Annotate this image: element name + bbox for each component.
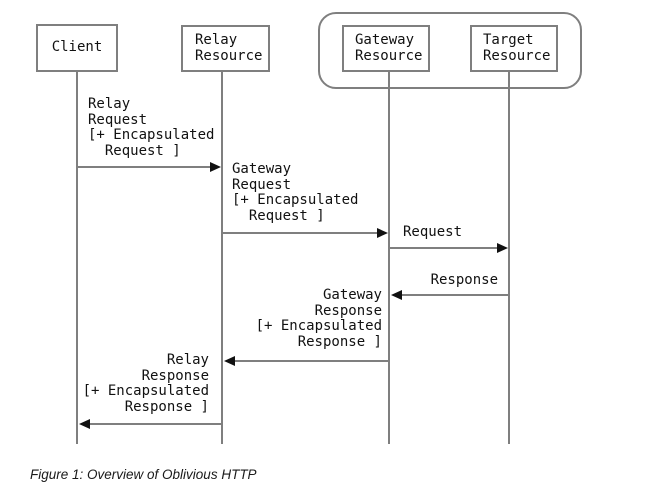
message-label-request: Request <box>403 224 463 240</box>
figure-caption: Figure 1: Overview of Oblivious HTTP <box>30 467 257 482</box>
arrowhead-left-icon <box>224 356 235 366</box>
arrow-gateway-response <box>224 356 389 366</box>
actor-box-relay: Relay Resource <box>181 25 270 72</box>
arrowhead-right-icon <box>210 162 221 172</box>
arrowhead-right-icon <box>497 243 508 253</box>
actor-box-gateway: Gateway Resource <box>342 25 430 72</box>
arrowhead-right-icon <box>377 228 388 238</box>
message-label-relay-response: Relay Response [+ Encapsulated Response … <box>82 352 209 415</box>
lifeline-gateway <box>388 72 390 444</box>
arrowhead-left-icon <box>79 419 90 429</box>
actor-label-target: Target Resource <box>483 32 551 64</box>
message-label-relay-request: Relay Request [+ Encapsulated Request ] <box>88 96 215 159</box>
message-label-gateway-request: Gateway Request [+ Encapsulated Request … <box>232 161 359 224</box>
actor-label-client: Client <box>51 39 103 56</box>
actor-box-target: Target Resource <box>470 25 558 72</box>
lifeline-client <box>76 72 78 444</box>
arrow-gateway-request <box>223 228 388 238</box>
arrowhead-left-icon <box>391 290 402 300</box>
message-label-gateway-response: Gateway Response [+ Encapsulated Respons… <box>255 287 382 350</box>
actor-label-gateway: Gateway Resource <box>355 32 423 64</box>
message-label-response: Response <box>430 272 498 288</box>
actor-box-client: Client <box>36 24 118 72</box>
arrow-response <box>391 290 509 300</box>
lifeline-relay <box>221 72 223 444</box>
arrow-relay-response <box>79 419 221 429</box>
actor-label-relay: Relay Resource <box>195 32 263 64</box>
arrow-request <box>390 243 508 253</box>
arrow-relay-request <box>77 162 221 172</box>
lifeline-target <box>508 72 510 444</box>
